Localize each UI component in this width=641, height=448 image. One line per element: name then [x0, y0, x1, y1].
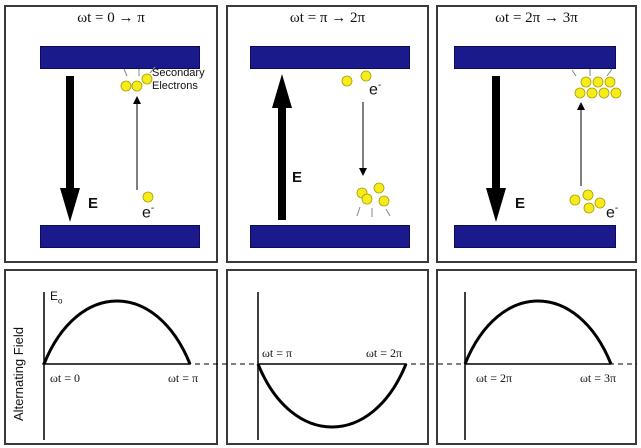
upper-plate: [250, 46, 410, 69]
panel-phase-2: ωt = π → 2π E e-: [226, 5, 429, 263]
panel-phase-1: ωt = 0 → π E e- Secondary Electrons: [4, 5, 218, 263]
electron: [361, 193, 373, 205]
electron: [594, 197, 606, 209]
field-arrow-down: [60, 76, 80, 222]
tick-label: ωt = 3π: [580, 371, 617, 385]
electron-group: [569, 76, 622, 214]
secondary-electrons-label: Secondary Electrons: [152, 67, 205, 92]
electron: [131, 80, 143, 92]
electron: [378, 195, 390, 207]
tick-label: ωt = 0: [50, 371, 80, 385]
field-arrow-up: [272, 74, 292, 220]
graph-panel-2: ωt = π ωt = 2π: [226, 269, 429, 445]
tick-label: ωt = π: [262, 346, 293, 360]
electron: [373, 182, 385, 194]
panel-phase-3: ωt = 2π → 3π E e-: [436, 5, 637, 263]
field-curve-positive: [463, 299, 613, 365]
lower-plate: [40, 225, 200, 248]
tick-label: ωt = 2π: [476, 371, 513, 385]
electron: [142, 191, 154, 203]
field-curve-positive: [42, 299, 192, 365]
field-label: E: [88, 195, 99, 212]
electron: [582, 189, 594, 201]
emission-lines: [356, 206, 391, 217]
field-label: E: [292, 169, 303, 186]
field-curve-negative: [256, 363, 408, 429]
panel-title: ωt = 0 → π: [77, 10, 145, 26]
electron: [574, 87, 586, 99]
lower-plate: [454, 225, 616, 248]
electron: [583, 202, 595, 214]
electron: [569, 194, 581, 206]
electron: [592, 76, 604, 88]
electron-group: [341, 70, 390, 207]
tick-label: ωt = 2π: [366, 346, 403, 360]
electron: [341, 75, 353, 87]
electron-group: [120, 73, 154, 203]
electron-label: e-: [142, 203, 155, 222]
electron: [604, 76, 616, 88]
electron: [598, 87, 610, 99]
upper-plate: [454, 46, 616, 69]
lower-plate: [250, 225, 410, 248]
electron: [120, 80, 132, 92]
electron-label: e-: [369, 80, 382, 99]
upper-plate: [40, 46, 200, 69]
electron: [360, 70, 372, 82]
panel-title: ωt = 2π → 3π: [495, 10, 578, 26]
amplitude-label: Eo: [50, 289, 63, 306]
graph-panel-1: Alternating Field Eo ωt = 0 ωt = π: [4, 269, 218, 445]
emission-lines: [571, 68, 613, 77]
electron: [610, 87, 622, 99]
emission-lines: [123, 66, 156, 77]
field-arrow-down: [486, 76, 506, 222]
electron: [580, 76, 592, 88]
field-label: E: [515, 195, 526, 212]
panel-title: ωt = π → 2π: [289, 10, 366, 26]
tick-label: ωt = π: [168, 371, 199, 385]
electron: [586, 87, 598, 99]
electron-label: e-: [606, 203, 619, 222]
electron: [141, 73, 153, 85]
